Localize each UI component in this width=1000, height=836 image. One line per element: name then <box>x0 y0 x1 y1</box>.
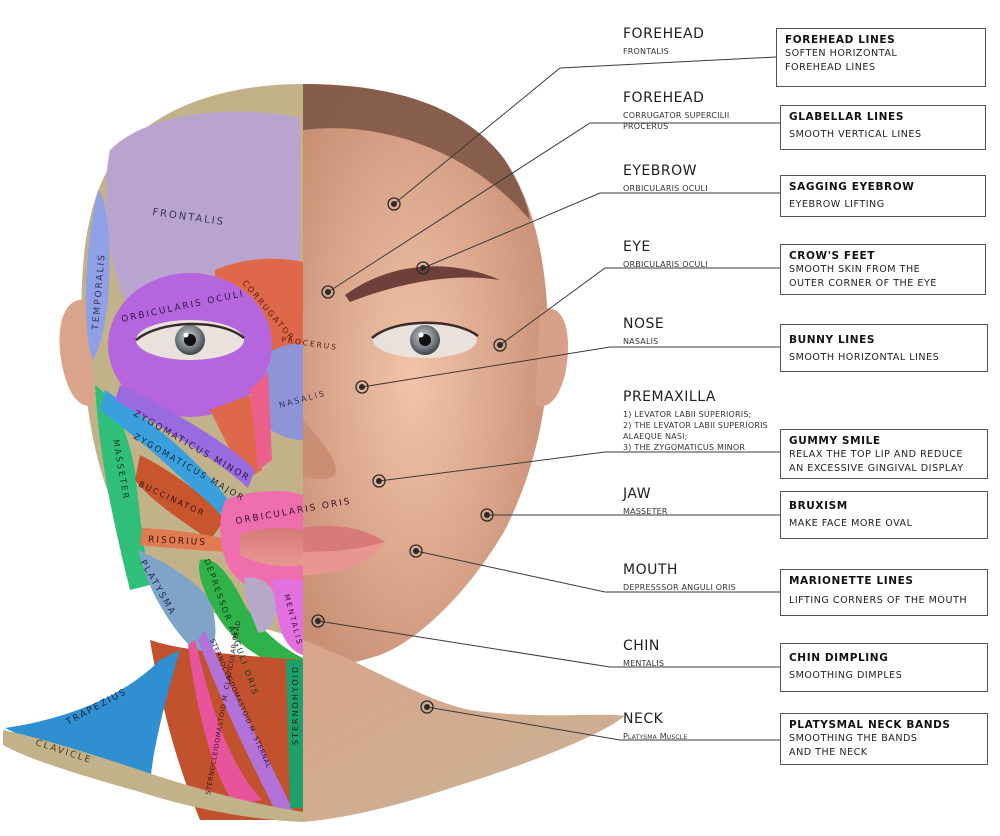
markers <box>311 197 507 714</box>
region-title: MOUTH <box>623 562 678 578</box>
region-title: PREMAXILLA <box>623 389 716 405</box>
treatment-desc: RELAX THE TOP LIP AND REDUCE <box>789 449 963 460</box>
treatment-title: PLATYSMAL NECK BANDS <box>789 719 951 731</box>
skin-half <box>303 84 625 822</box>
treatment-title: GUMMY SMILE <box>789 435 881 447</box>
region-muscle: ORBICULARIS OCULI <box>623 184 708 193</box>
marker-eyebrow <box>416 261 430 275</box>
treatment-desc: FOREHEAD LINES <box>785 62 876 73</box>
treatment-title: SAGGING EYEBROW <box>789 181 915 193</box>
region-label-neck: NECK Platysma Muscle <box>623 711 687 742</box>
treatment-desc: AND THE NECK <box>789 747 868 758</box>
region-muscle: NASALIS <box>623 337 659 346</box>
treatment-title: GLABELLAR LINES <box>789 111 904 123</box>
treatment-box-forehead-lines: FOREHEAD LINES SOFTEN HORIZONTAL FOREHEA… <box>776 28 986 87</box>
marker-premaxilla <box>372 474 386 488</box>
treatment-desc: OUTER CORNER OF THE EYE <box>789 278 937 289</box>
treatment-title: BUNNY LINES <box>789 334 876 346</box>
label-risorius: RISORIUS <box>148 535 207 548</box>
treatment-desc: MAKE FACE MORE OVAL <box>789 518 913 529</box>
region-title: CHIN <box>623 638 660 654</box>
region-title: EYE <box>623 239 651 255</box>
treatment-box-bunny-lines: BUNNY LINES SMOOTH HORIZONTAL LINES <box>780 324 988 372</box>
treatment-box-chin-dimpling: CHIN DIMPLING SMOOTHING DIMPLES <box>780 643 988 692</box>
region-label-nose: NOSE NASALIS <box>623 316 664 347</box>
marker-neck <box>420 700 434 714</box>
marker-jaw <box>480 508 494 522</box>
region-title: EYEBROW <box>623 163 697 179</box>
marker-mouth <box>409 544 423 558</box>
treatment-box-glabellar-lines: GLABELLAR LINES SMOOTH VERTICAL LINES <box>780 105 986 150</box>
marker-chin <box>311 614 325 628</box>
region-label-jaw: JAW MASSETER <box>623 486 668 517</box>
treatment-desc: SMOOTH VERTICAL LINES <box>789 129 922 140</box>
treatment-box-platysmal-neck-bands: PLATYSMAL NECK BANDS SMOOTHING THE BANDS… <box>780 713 988 765</box>
treatment-title: MARIONETTE LINES <box>789 575 914 587</box>
region-muscle: 2) THE LEVATOR LABII SUPERIORIS <box>623 421 768 430</box>
treatment-title: CROW'S FEET <box>789 250 876 262</box>
region-title: NOSE <box>623 316 665 332</box>
region-label-mouth: MOUTH DEPRESSSOR ANGULI ORIS <box>623 562 736 593</box>
treatment-desc: SMOOTHING THE BANDS <box>789 733 918 744</box>
region-muscle: ALAEQUE NASI; <box>623 432 688 441</box>
treatment-desc: SMOOTHING DIMPLES <box>789 670 903 681</box>
treatment-desc: SMOOTH SKIN FROM THE <box>789 264 921 275</box>
region-label-eye: EYE ORBICULARIS OCULI <box>623 239 708 270</box>
label-sternohyoid: STERNOHYOID <box>291 665 300 745</box>
region-muscle: Platysma Muscle <box>623 732 688 741</box>
marker-nose <box>355 380 369 394</box>
treatment-title: BRUXISM <box>789 500 848 512</box>
region-title: NECK <box>623 711 664 727</box>
region-label-chin: CHIN MENTALIS <box>623 638 664 669</box>
region-title: FOREHEAD <box>623 26 705 42</box>
treatment-desc: EYEBROW LIFTING <box>789 199 885 210</box>
region-title: JAW <box>623 486 652 502</box>
region-muscle: MENTALIS <box>623 659 665 668</box>
region-label-premaxilla: PREMAXILLA 1) LEVATOR LABII SUPERIORIS; … <box>623 389 768 453</box>
leader-lines <box>317 56 780 741</box>
treatment-title: FOREHEAD LINES <box>785 34 896 46</box>
treatment-box-marionette-lines: MARIONETTE LINES LIFTING CORNERS OF THE … <box>780 569 988 616</box>
region-label-forehead-corrugator: FOREHEAD CORRUGATOR SUPERCILII PROCERUS <box>623 90 730 132</box>
anatomy-half <box>3 84 303 822</box>
marker-forehead-glabella <box>321 285 335 299</box>
marker-forehead-frontalis <box>387 197 401 211</box>
treatment-box-gummy-smile: GUMMY SMILE RELAX THE TOP LIP AND REDUCE… <box>780 429 988 479</box>
region-muscle: MASSETER <box>623 507 668 516</box>
region-muscle: ORBICULARIS OCULI <box>623 260 708 269</box>
region-title: FOREHEAD <box>623 90 705 106</box>
region-muscle: 3) THE ZYGOMATICUS MINOR <box>623 443 746 452</box>
treatment-box-crows-feet: CROW'S FEET SMOOTH SKIN FROM THE OUTER C… <box>780 244 986 295</box>
treatment-title: CHIN DIMPLING <box>789 652 889 664</box>
treatment-desc: LIFTING CORNERS OF THE MOUTH <box>789 595 968 606</box>
region-muscle: PROCERUS <box>623 122 669 131</box>
region-muscle: CORRUGATOR SUPERCILII <box>623 111 730 120</box>
treatment-desc: AN EXCESSIVE GINGIVAL DISPLAY <box>789 463 964 474</box>
region-label-forehead-frontalis: FOREHEAD FRONTALIS <box>623 26 704 57</box>
region-muscle: FRONTALIS <box>623 47 669 56</box>
treatment-box-sagging-eyebrow: SAGGING EYEBROW EYEBROW LIFTING <box>780 175 986 217</box>
region-label-eyebrow: EYEBROW ORBICULARIS OCULI <box>623 163 708 194</box>
region-muscle: DEPRESSSOR ANGULI ORIS <box>623 583 736 592</box>
marker-eye <box>493 338 507 352</box>
region-muscle: 1) LEVATOR LABII SUPERIORIS; <box>623 410 752 419</box>
treatment-desc: SMOOTH HORIZONTAL LINES <box>789 352 940 363</box>
treatment-desc: SOFTEN HORIZONTAL <box>785 48 898 59</box>
treatment-box-bruxism: BRUXISM MAKE FACE MORE OVAL <box>780 491 988 539</box>
